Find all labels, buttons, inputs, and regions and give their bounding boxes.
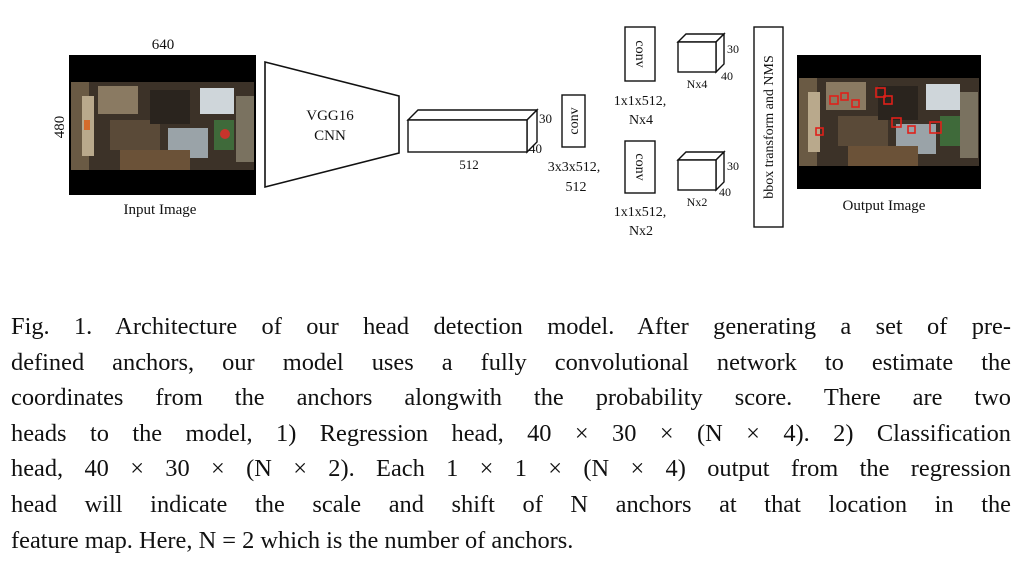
- input-image: [69, 55, 256, 195]
- shared-conv-spec-line1: 3x3x512,: [548, 160, 601, 175]
- caption-line: defined anchors, our model uses a fully …: [11, 348, 1011, 376]
- classification-output-w-label: 40: [719, 185, 731, 199]
- feature-map-cuboid: [406, 108, 539, 154]
- detection-box: [907, 125, 916, 134]
- caption-line: head will indicate the scale and shift o…: [11, 490, 1011, 518]
- shared-conv-spec-line2: 512: [566, 180, 587, 195]
- output-image: [797, 55, 981, 189]
- detection-box: [875, 87, 886, 98]
- regression-output-cuboid: [676, 32, 726, 74]
- architecture-diagram: 640 480 Input Image VGG16 CNN 512 30 40 …: [52, 26, 981, 239]
- regression-output-depth-label: Nx4: [687, 77, 708, 91]
- detection-box: [815, 127, 824, 136]
- postprocess-label: bbox transform and NMS: [762, 55, 777, 199]
- backbone-label-line1: VGG16: [306, 108, 354, 124]
- detection-box: [851, 99, 860, 108]
- backbone-label-line2: CNN: [314, 128, 346, 144]
- vgg16-backbone-shape: [264, 60, 400, 189]
- detection-box: [840, 92, 849, 101]
- feature-map-depth-label: 512: [459, 157, 479, 172]
- caption-line: Fig. 1. Architecture of our head detecti…: [11, 313, 1011, 340]
- feature-map-w-label: 40: [529, 141, 542, 156]
- detection-box: [829, 95, 839, 105]
- detection-box: [891, 117, 902, 128]
- regression-conv-label: conv: [632, 40, 647, 67]
- classification-conv-spec-line1: 1x1x512,: [614, 205, 667, 220]
- caption-line: head, 40 × 30 × (N × 2). Each 1 × 1 × (N…: [11, 455, 1011, 483]
- input-height-label: 480: [52, 116, 68, 139]
- classification-conv-label: conv: [632, 153, 647, 180]
- feature-map-h-label: 30: [539, 111, 552, 126]
- input-width-label: 640: [152, 37, 175, 53]
- detection-box: [883, 95, 893, 105]
- output-image-caption: Output Image: [843, 198, 926, 214]
- architecture-figure: 640 480 Input Image VGG16 CNN 512 30 40 …: [0, 0, 1024, 270]
- shared-conv-label: conv: [567, 107, 582, 134]
- regression-conv-box: [624, 26, 656, 82]
- figure-caption: Fig. 1. Architecture of our head detecti…: [11, 309, 1011, 558]
- shared-conv-box: [561, 94, 586, 148]
- classification-conv-spec-line2: Nx2: [629, 224, 653, 239]
- classification-output-h-label: 30: [727, 159, 739, 173]
- caption-line: heads to the model, 1) Regression head, …: [11, 419, 1011, 447]
- regression-conv-spec-line2: Nx4: [629, 113, 653, 128]
- caption-line: feature map. Here, N = 2 which is the nu…: [11, 526, 574, 554]
- postprocess-box: [753, 26, 784, 228]
- input-image-caption: Input Image: [124, 202, 197, 218]
- classification-conv-box: [624, 140, 656, 194]
- detection-box: [929, 121, 942, 134]
- regression-output-w-label: 40: [721, 69, 733, 83]
- caption-line: coordinates from the anchors alongwith t…: [11, 384, 1011, 412]
- classification-output-depth-label: Nx2: [687, 195, 708, 209]
- regression-conv-spec-line1: 1x1x512,: [614, 94, 667, 109]
- classification-output-cuboid: [676, 150, 726, 192]
- detection-boxes: [815, 87, 942, 136]
- regression-output-h-label: 30: [727, 42, 739, 56]
